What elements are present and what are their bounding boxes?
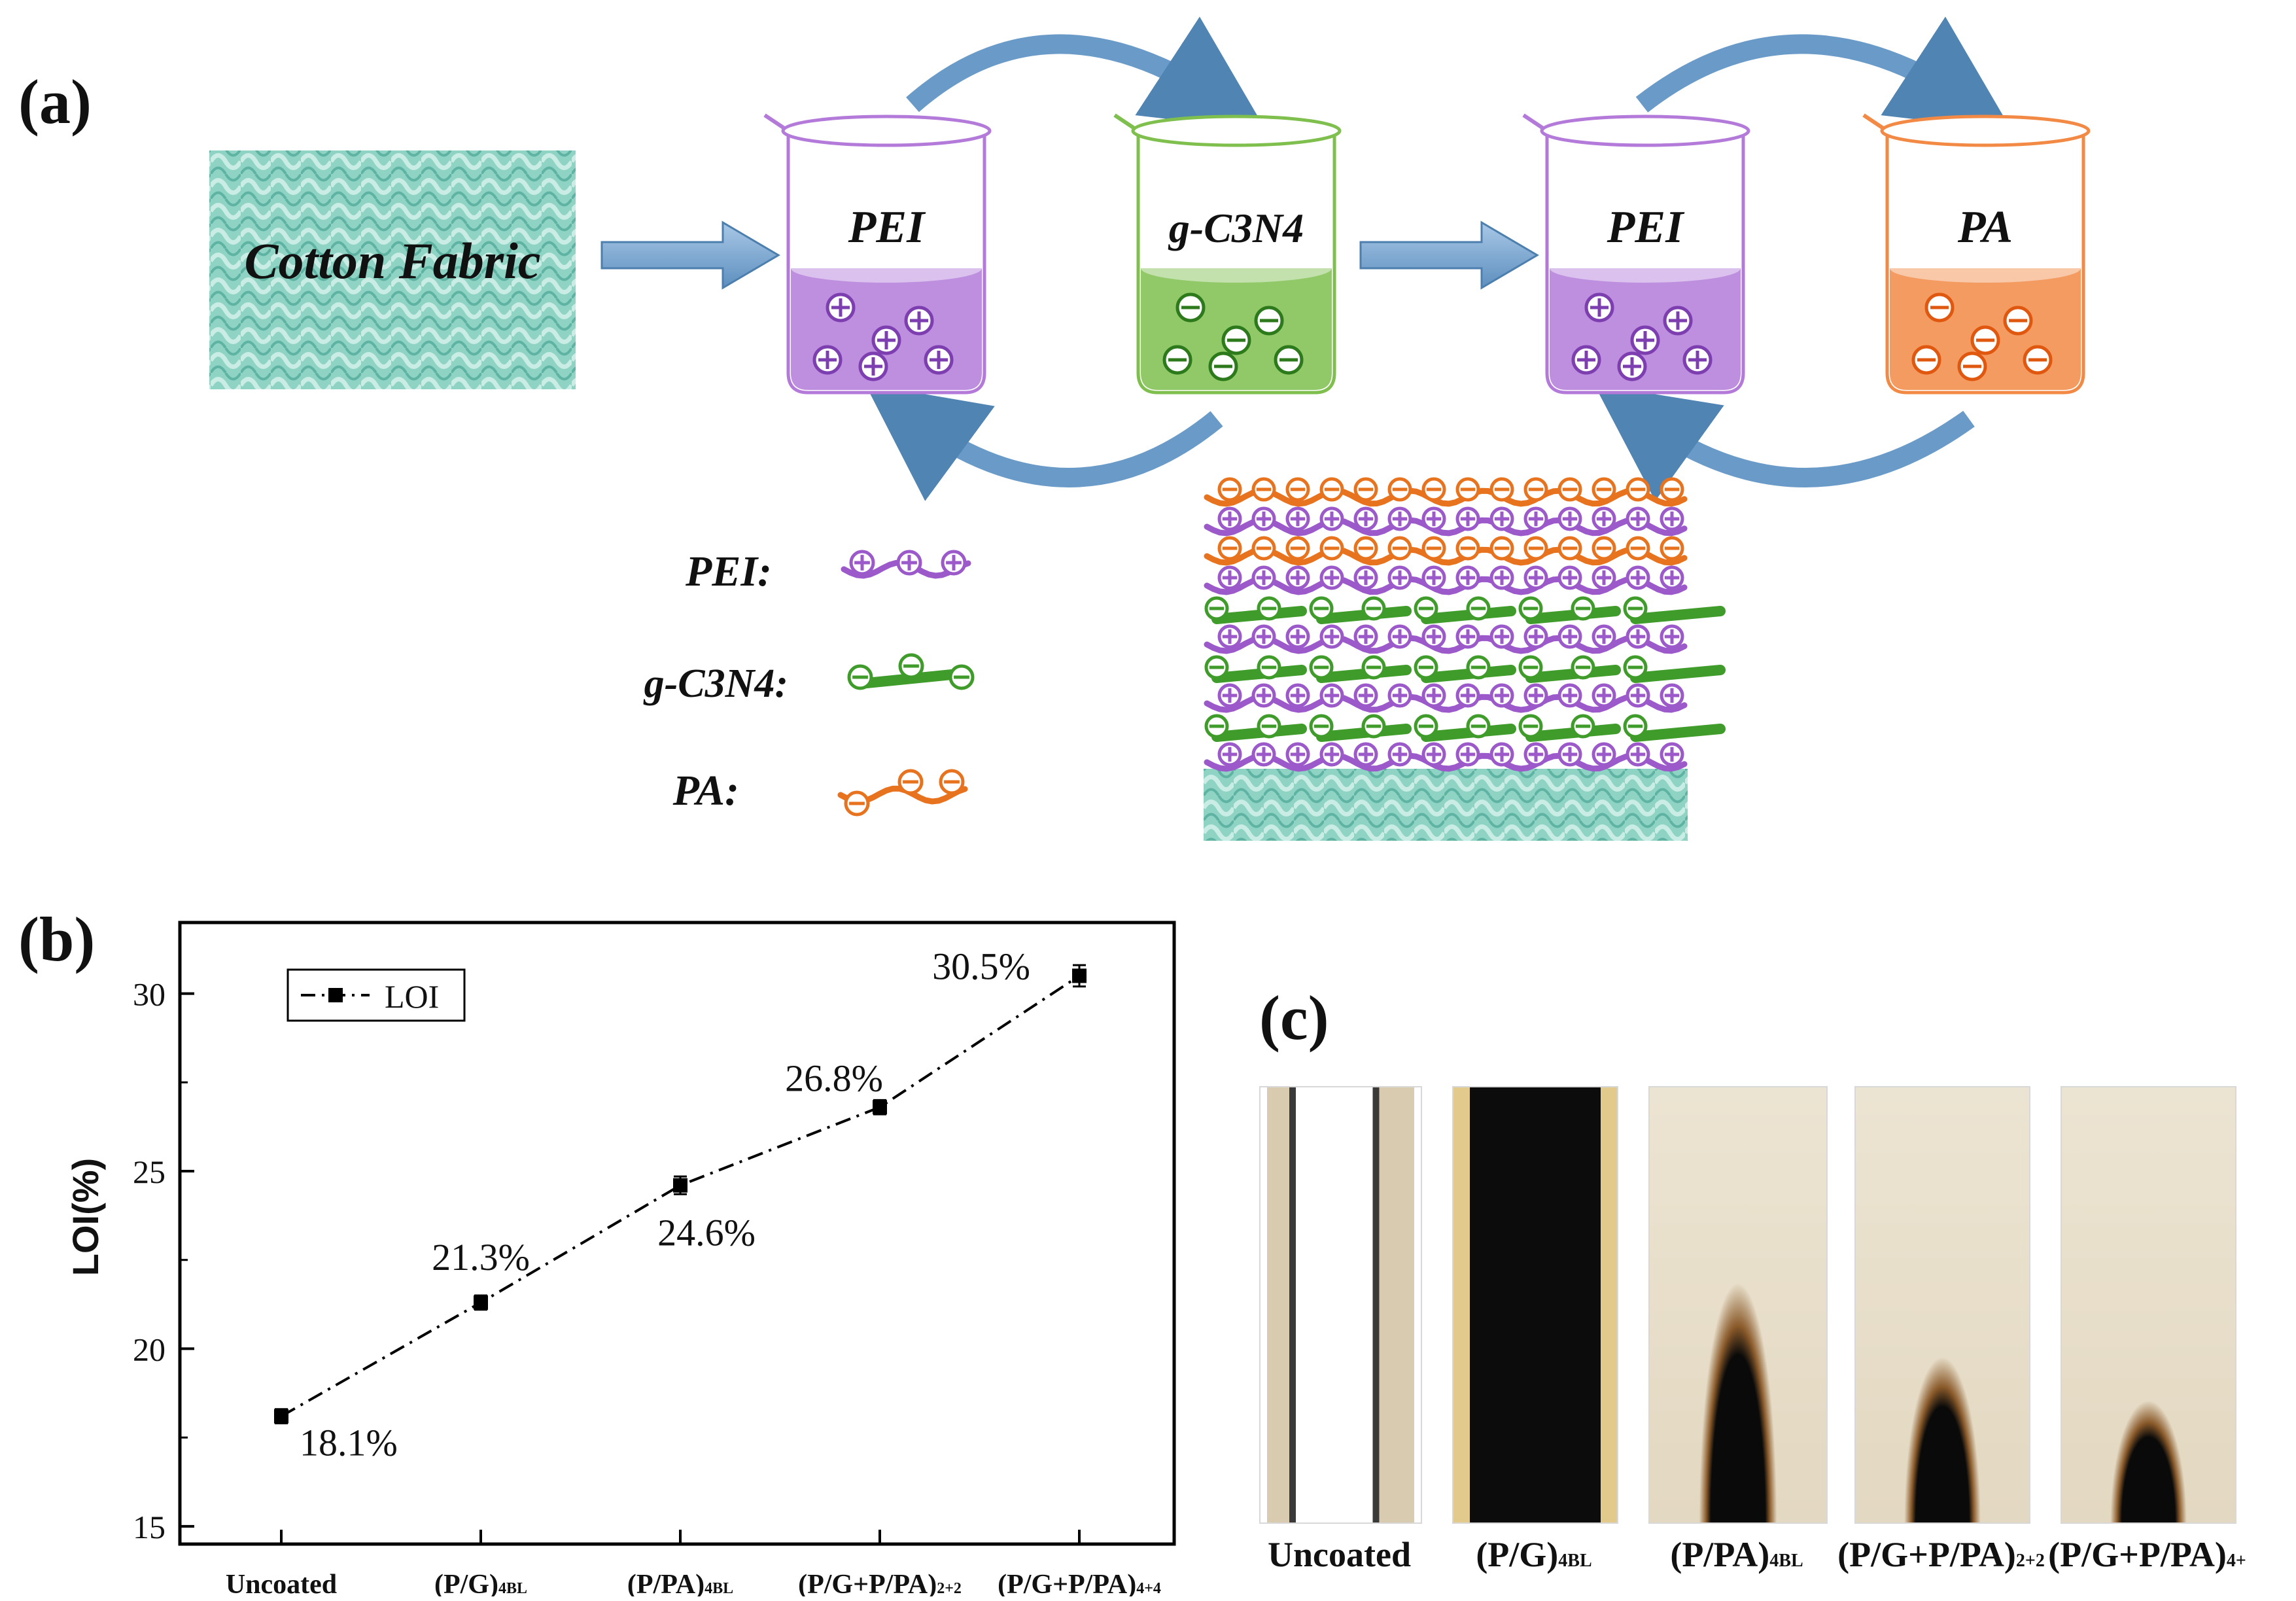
photo-caption-subscript: 4BL <box>1769 1551 1803 1571</box>
y-tick-label: 25 <box>133 1153 165 1190</box>
polymer-chain <box>1204 576 1688 595</box>
nanosheet <box>1630 665 1726 683</box>
photo-caption-main: (P/G+P/PA) <box>2048 1535 2227 1574</box>
panel-label-b: (b) <box>18 904 96 974</box>
polymer-chain <box>1204 546 1688 566</box>
chart-legend-marker <box>328 988 343 1002</box>
beaker-label-g-c3n4: g-C3N4 <box>1168 205 1304 251</box>
x-tick-label: (P/G+P/PA)2+2 <box>798 1570 962 1596</box>
x-tick-label-subscript: 2+2 <box>937 1580 962 1596</box>
x-tick-label-subscript: 4+4 <box>1136 1580 1161 1596</box>
beaker-rim <box>781 114 992 147</box>
polymer-chain <box>1204 517 1688 537</box>
y-tick-label: 20 <box>133 1331 165 1367</box>
solution-surface <box>1890 254 2081 283</box>
beaker-1 <box>763 113 992 395</box>
legend-label-pa: PA: <box>672 767 739 815</box>
burn-sample-photo <box>1259 1086 1422 1524</box>
data-label: 26.8% <box>785 1057 883 1099</box>
polymer-chain <box>1204 694 1688 713</box>
photo-caption: (P/G+P/PA)2+2 <box>1837 1534 2046 1575</box>
x-tick-label-subscript: 4BL <box>704 1580 733 1596</box>
beaker-rim <box>1540 114 1750 147</box>
beaker-spout <box>1522 113 1544 130</box>
burn-sample-photo <box>1648 1086 1828 1524</box>
cotton-fabric-label: Cotton Fabric <box>245 232 541 289</box>
chart-legend-label: LOI <box>385 978 439 1015</box>
data-label: 24.6% <box>657 1212 756 1254</box>
beaker-label-pei-2: PEI <box>1607 202 1685 253</box>
burn-sample-photo <box>1854 1086 2030 1524</box>
beaker-2 <box>1113 113 1342 395</box>
y-axis-label: LOI(%) <box>65 1158 106 1276</box>
schematic-diagram: Cotton Fabric PEI g-C3N4 PEI PA PEI: g-C… <box>209 16 2091 841</box>
data-label: 21.3% <box>432 1236 530 1278</box>
data-point <box>673 1178 687 1193</box>
cycle-arrow-icon <box>1635 16 2012 131</box>
cycle-arrow-icon <box>1593 384 1975 501</box>
photo-caption: (P/G+P/PA)4+ <box>2043 1534 2252 1575</box>
loi-series-line <box>281 974 1081 1418</box>
photo-caption: (P/G)4BL <box>1429 1534 1639 1575</box>
data-point <box>474 1295 488 1310</box>
polymer-chain <box>1204 635 1688 654</box>
solution-surface <box>791 254 982 283</box>
photo-caption-main: (P/PA) <box>1670 1535 1770 1574</box>
y-tick-label: 30 <box>133 976 165 1013</box>
beaker-3 <box>1522 113 1750 395</box>
beaker-4 <box>1862 113 2091 395</box>
solution-surface <box>1141 254 1332 283</box>
x-tick-label: (P/G)4BL <box>434 1570 527 1596</box>
solution-surface <box>1550 254 1741 283</box>
x-tick-label: (P/G+P/PA)4+4 <box>998 1570 1161 1596</box>
data-label: 18.1% <box>300 1422 398 1464</box>
x-tick-label-subscript: 4BL <box>498 1580 527 1596</box>
cotton-fabric-block <box>209 150 576 389</box>
beaker-label-pei: PEI <box>848 202 926 253</box>
cycle-arrow-icon <box>865 383 1223 501</box>
legend-label-pei: PEI: <box>685 548 772 595</box>
beaker-label-pa: PA <box>1957 202 2013 253</box>
data-label: 30.5% <box>932 945 1030 987</box>
photo-caption-main: (P/G) <box>1476 1535 1559 1574</box>
photo-caption-subscript: 4+ <box>2226 1551 2246 1571</box>
cycle-arrow-icon <box>906 16 1266 131</box>
beaker-spout <box>763 113 786 130</box>
beaker-rim <box>1131 114 1342 147</box>
beaker-rim <box>1880 114 2091 147</box>
arrow-right-icon <box>600 220 780 290</box>
burn-sample-photo <box>1452 1086 1618 1524</box>
beaker-spout <box>1862 113 1885 130</box>
nanosheet <box>1630 606 1726 624</box>
nanosheet <box>855 669 964 689</box>
nanosheet <box>1630 724 1726 742</box>
photo-caption-main: (P/G+P/PA) <box>1837 1535 2016 1574</box>
photo-caption: Uncoated <box>1235 1534 1444 1575</box>
arrow-right-icon <box>1359 220 1539 290</box>
chart-frame <box>178 921 1176 1546</box>
legend-label-g-c3n4: g-C3N4: <box>643 661 788 706</box>
data-point <box>873 1100 887 1115</box>
x-tick-label: Uncoated <box>226 1570 337 1596</box>
chart-legend-box <box>287 968 466 1022</box>
coated-fabric-substrate <box>1204 769 1688 841</box>
y-tick-label: 15 <box>133 1509 165 1545</box>
panel-label-c: (c) <box>1259 983 1329 1053</box>
photo-caption-main: Uncoated <box>1268 1535 1411 1574</box>
polymer-chain <box>1204 752 1688 772</box>
panel-label-a: (a) <box>18 67 92 137</box>
data-point <box>274 1409 288 1424</box>
polymer-chain <box>1204 487 1688 507</box>
beaker-spout <box>1113 113 1136 130</box>
data-point <box>1072 968 1087 983</box>
photo-caption: (P/PA)4BL <box>1632 1534 1841 1575</box>
photo-caption-subscript: 4BL <box>1558 1551 1592 1571</box>
photo-caption-subscript: 2+2 <box>2015 1551 2045 1571</box>
burn-sample-photo <box>2061 1086 2236 1524</box>
x-tick-label: (P/PA)4BL <box>627 1570 733 1596</box>
